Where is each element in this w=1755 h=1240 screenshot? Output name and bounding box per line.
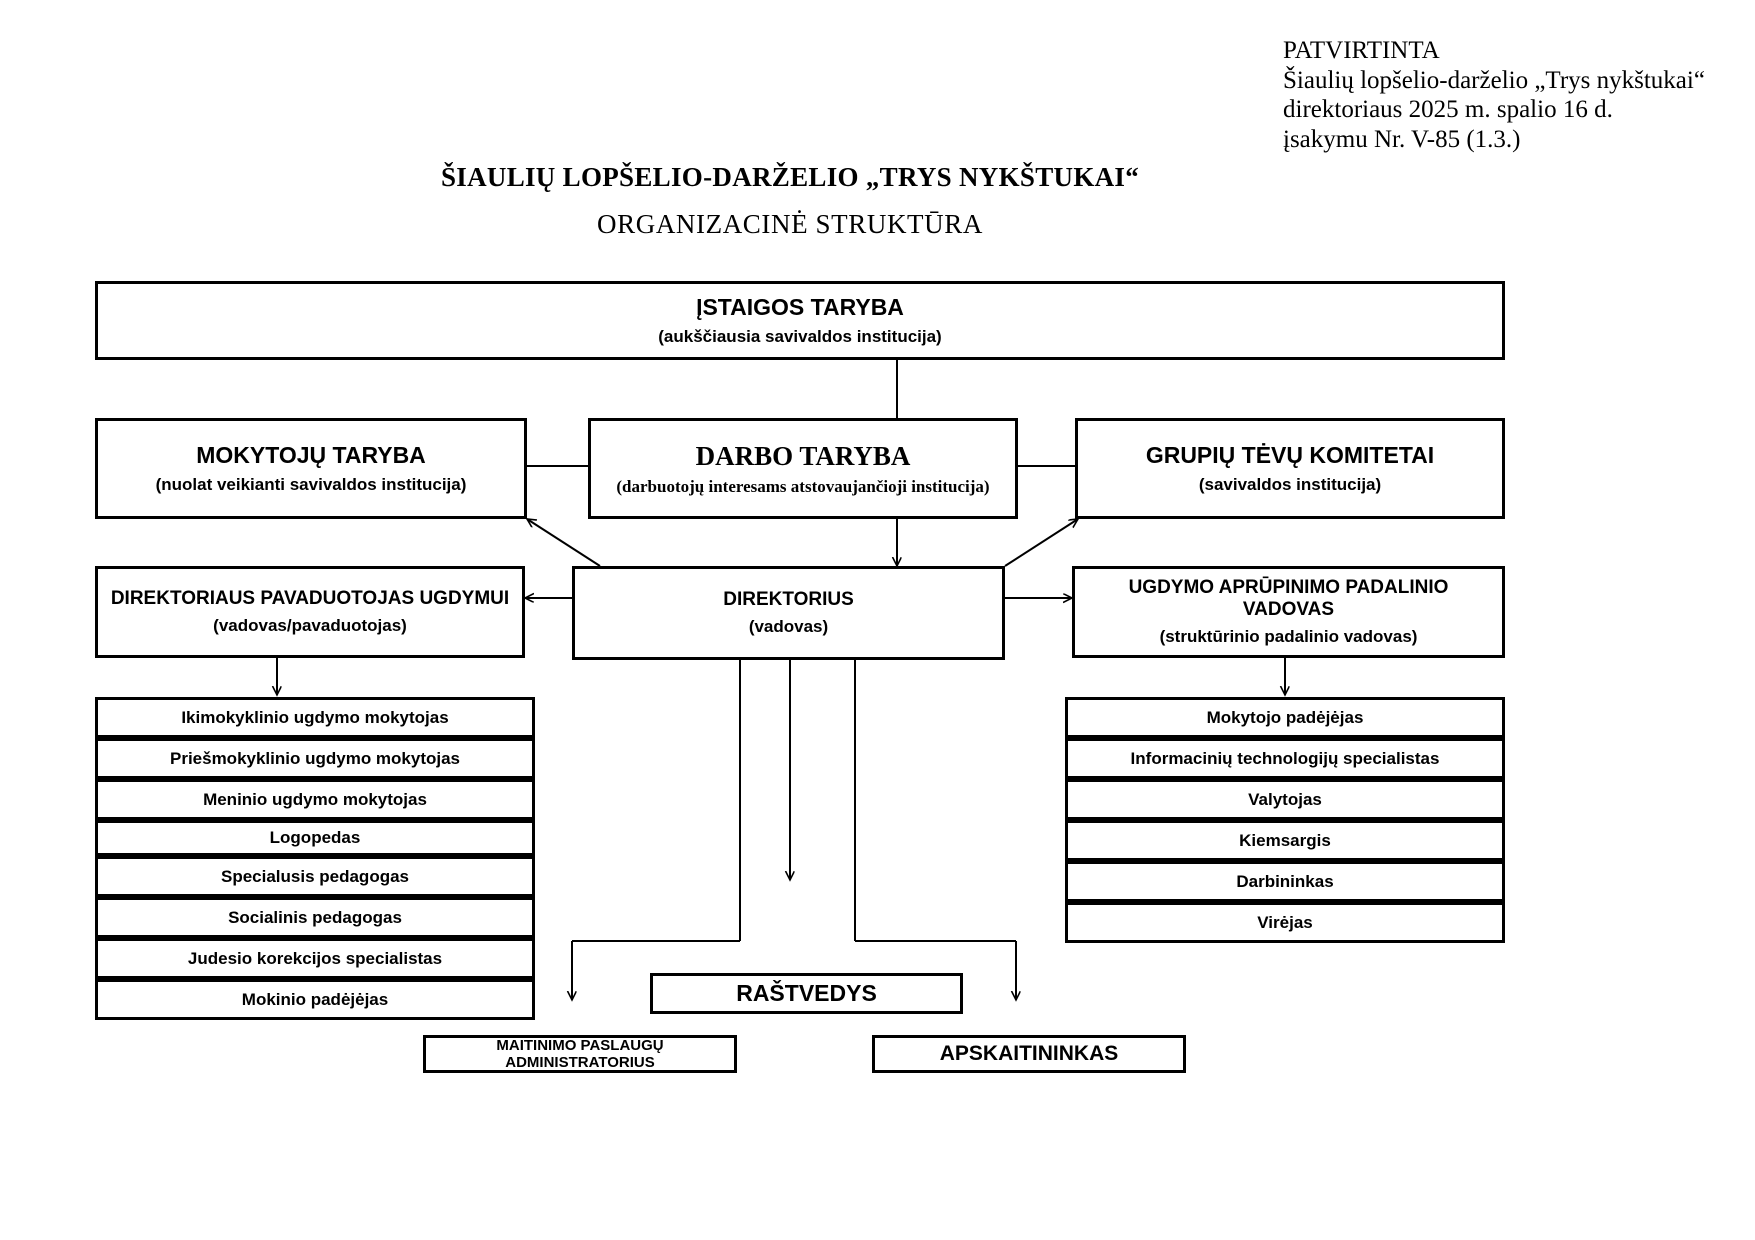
node-ugdymo-aprupinimo-padalinio-vadovas[interactable]: UGDYMO APRŪPINIMO PADALINIO VADOVAS (str…	[1072, 566, 1505, 658]
list-item-label: Valytojas	[1248, 789, 1322, 809]
list-item[interactable]: Mokinio padėjėjas	[95, 979, 535, 1020]
list-item-label: Meninio ugdymo mokytojas	[203, 789, 427, 809]
node-title: DIREKTORIAUS PAVADUOTOJAS UGDYMUI	[110, 587, 510, 609]
list-item-label: Priešmokyklinio ugdymo mokytojas	[169, 748, 461, 768]
node-darbo-taryba[interactable]: DARBO TARYBA (darbuotojų interesams atst…	[588, 418, 1018, 519]
list-item[interactable]: Priešmokyklinio ugdymo mokytojas	[95, 738, 535, 779]
approval-line-3: direktoriaus 2025 m. spalio 16 d.	[1283, 96, 1613, 123]
list-item-label: Socialinis pedagogas	[228, 907, 402, 927]
list-item[interactable]: Ikimokyklinio ugdymo mokytojas	[95, 697, 535, 738]
node-direktorius[interactable]: DIREKTORIUS (vadovas)	[572, 566, 1005, 660]
node-title: UGDYMO APRŪPINIMO PADALINIO VADOVAS	[1128, 576, 1449, 621]
node-title: RAŠTVEDYS	[736, 980, 877, 1006]
node-title: DARBO TARYBA	[695, 440, 911, 471]
list-item[interactable]: Valytojas	[1065, 779, 1505, 820]
approval-block: PATVIRTINTA Šiaulių lopšelio-darželio „T…	[1283, 36, 1743, 154]
list-item-label: Mokinio padėjėjas	[241, 989, 389, 1009]
node-subtitle: (vadovas/pavaduotojas)	[213, 615, 407, 635]
node-subtitle: (vadovas)	[748, 616, 829, 636]
list-item-label: Virėjas	[1257, 912, 1313, 932]
list-item-label: Kiemsargis	[1239, 830, 1331, 850]
node-istaigos-taryba[interactable]: ĮSTAIGOS TARYBA (aukščiausia savivaldos …	[95, 281, 1505, 360]
document-title: ŠIAULIŲ LOPŠELIO-DARŽELIO „TRYS NYKŠTUKA…	[440, 162, 1140, 192]
list-item[interactable]: Meninio ugdymo mokytojas	[95, 779, 535, 820]
node-subtitle: (darbuotojų interesams atstovaujančioji …	[616, 477, 990, 497]
list-item[interactable]: Socialinis pedagogas	[95, 897, 535, 938]
list-item-label: Logopedas	[269, 828, 361, 847]
node-direktoriaus-pavaduotojas-ugdymui[interactable]: DIREKTORIAUS PAVADUOTOJAS UGDYMUI (vadov…	[95, 566, 525, 658]
node-title: MOKYTOJŲ TARYBA	[196, 442, 426, 469]
node-title: APSKAITININKAS	[939, 1042, 1119, 1065]
list-item-label: Informacinių technologijų specialistas	[1130, 748, 1440, 768]
document-subtitle: ORGANIZACINĖ STRUKTŪRA	[597, 209, 983, 239]
list-item[interactable]: Darbininkas	[1065, 861, 1505, 902]
list-item-label: Mokytojo padėjėjas	[1206, 707, 1364, 727]
list-item[interactable]: Informacinių technologijų specialistas	[1065, 738, 1505, 779]
node-subtitle: (savivaldos institucija)	[1198, 474, 1382, 494]
list-item[interactable]: Specialusis pedagogas	[95, 856, 535, 897]
approval-line-1: PATVIRTINTA	[1283, 37, 1440, 64]
node-grupiu-tevu-komitetai[interactable]: GRUPIŲ TĖVŲ KOMITETAI (savivaldos instit…	[1075, 418, 1505, 519]
node-apskaitininkas[interactable]: APSKAITININKAS	[872, 1035, 1186, 1073]
list-item[interactable]: Mokytojo padėjėjas	[1065, 697, 1505, 738]
list-item-label: Judesio korekcijos specialistas	[187, 948, 443, 968]
approval-line-2: Šiaulių lopšelio-darželio „Trys nykštuka…	[1283, 66, 1705, 94]
node-subtitle: (nuolat veikianti savivaldos institucija…	[155, 474, 467, 494]
node-title: MAITINIMO PASLAUGŲ ADMINISTRATORIUS	[496, 1037, 664, 1071]
list-item-label: Specialusis pedagogas	[220, 866, 409, 886]
node-subtitle: (struktūrinio padalinio vadovas)	[1159, 627, 1418, 647]
node-maitinimo-paslaugu-administratorius[interactable]: MAITINIMO PASLAUGŲ ADMINISTRATORIUS	[423, 1035, 737, 1073]
node-subtitle: (aukščiausia savivaldos institucija)	[658, 326, 942, 346]
node-mokytoju-taryba[interactable]: MOKYTOJŲ TARYBA (nuolat veikianti saviva…	[95, 418, 527, 519]
list-item[interactable]: Virėjas	[1065, 902, 1505, 943]
list-item-label: Darbininkas	[1236, 871, 1334, 891]
node-rastvedys[interactable]: RAŠTVEDYS	[650, 973, 963, 1014]
list-item[interactable]: Logopedas	[95, 820, 535, 856]
approval-line-4: įsakymu Nr. V-85 (1.3.)	[1283, 125, 1521, 153]
node-title: DIREKTORIUS	[723, 588, 854, 610]
list-item[interactable]: Judesio korekcijos specialistas	[95, 938, 535, 979]
list-item[interactable]: Kiemsargis	[1065, 820, 1505, 861]
list-item-label: Ikimokyklinio ugdymo mokytojas	[181, 707, 449, 727]
node-title: ĮSTAIGOS TARYBA	[696, 294, 904, 321]
node-title: GRUPIŲ TĖVŲ KOMITETAI	[1145, 442, 1435, 469]
